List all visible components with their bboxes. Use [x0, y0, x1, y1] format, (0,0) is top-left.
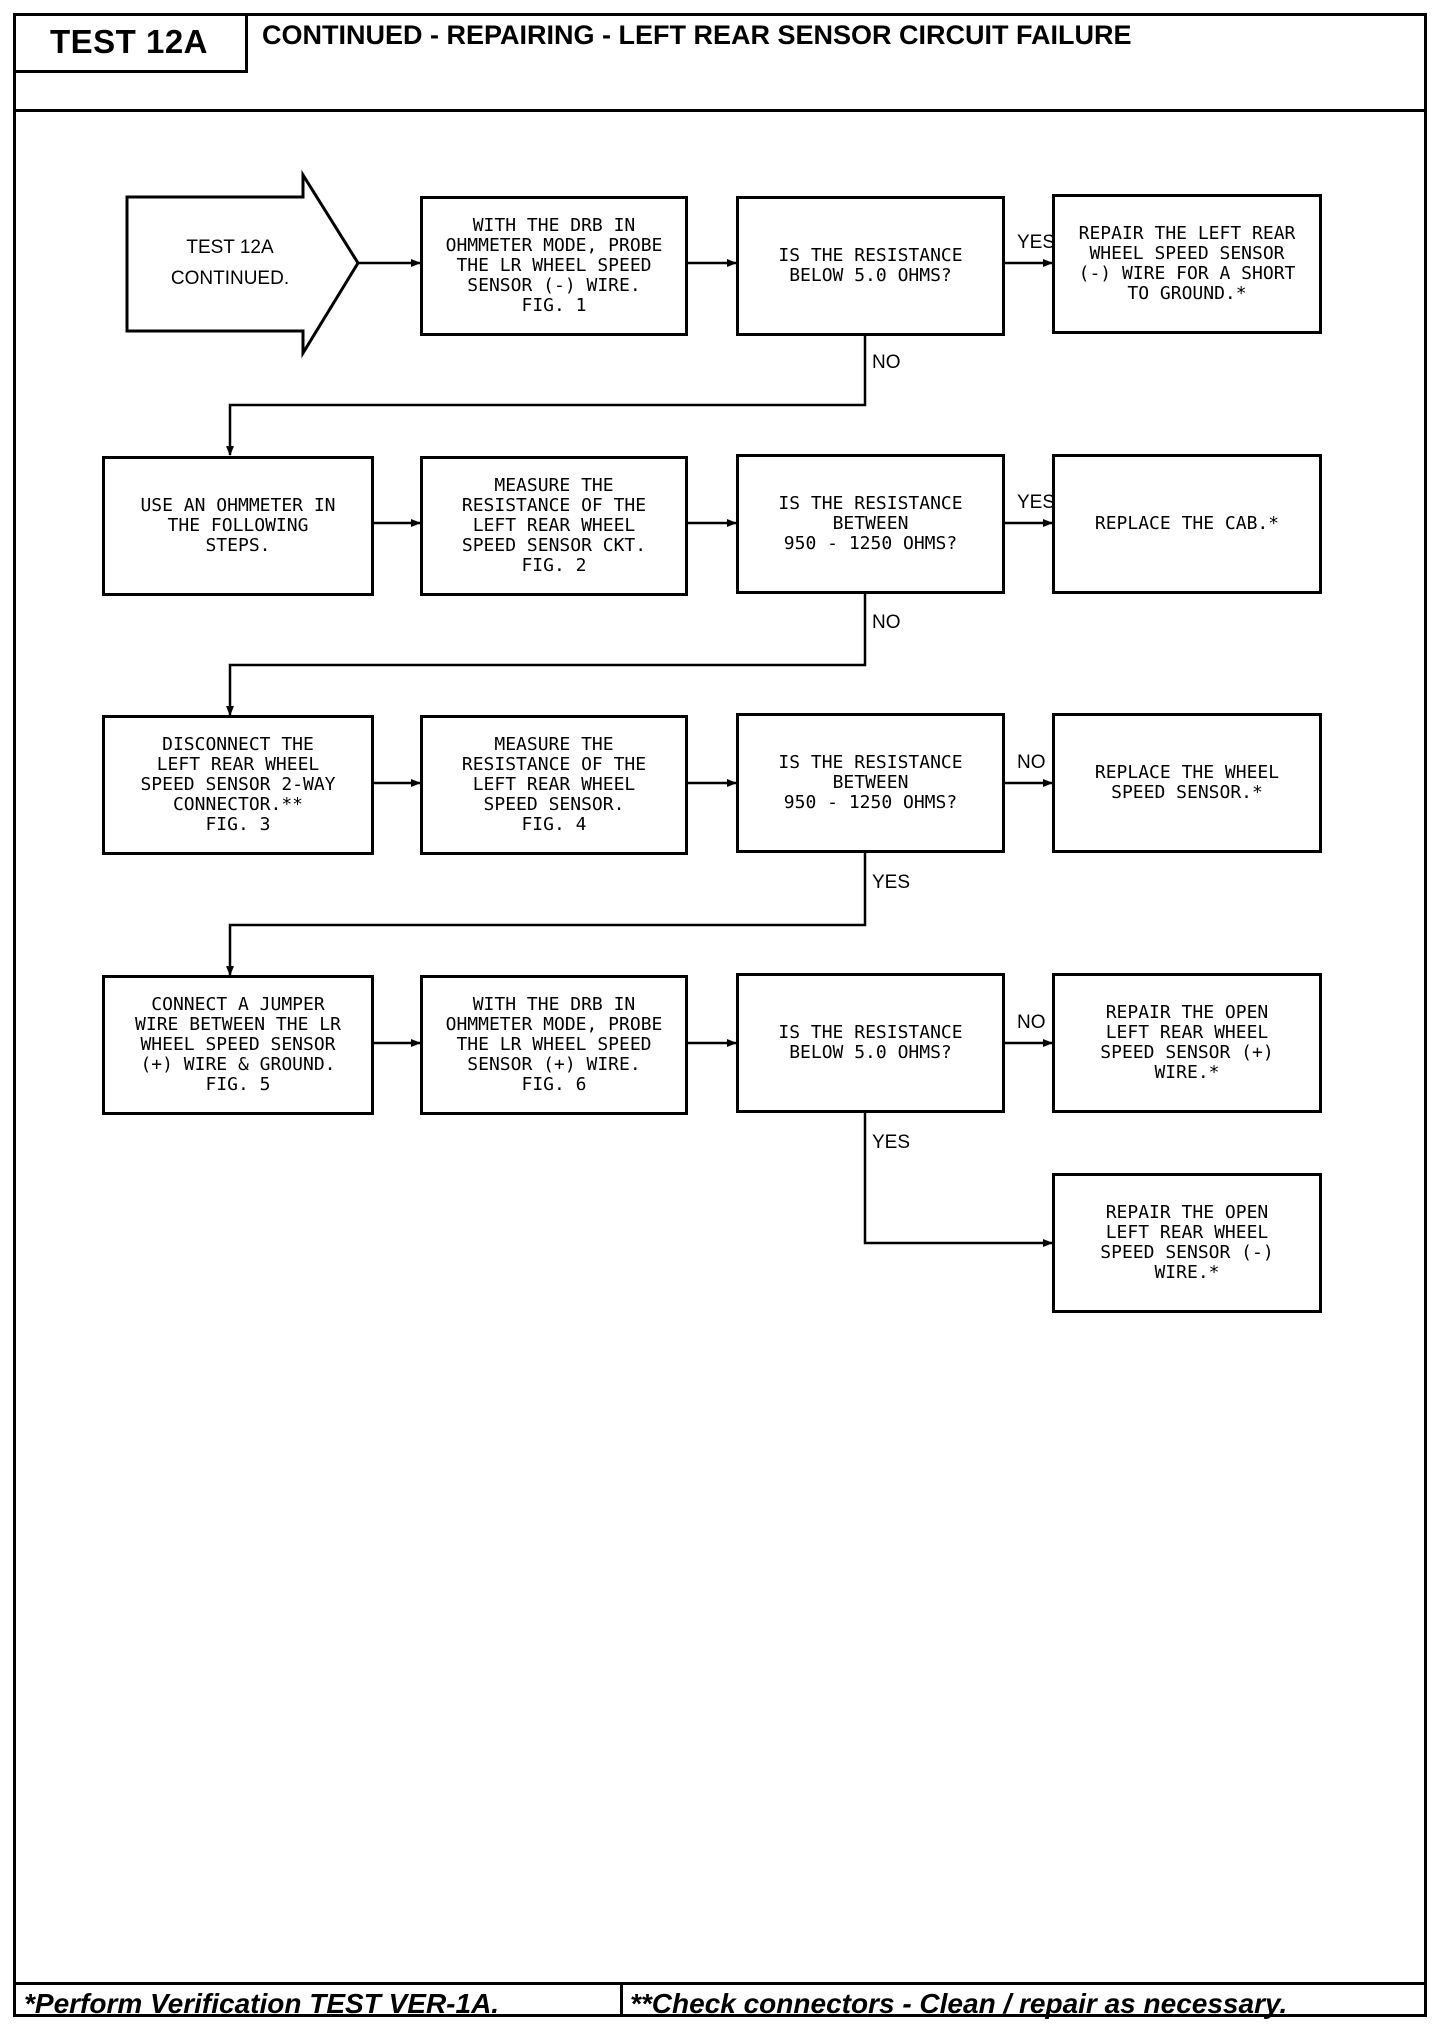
r1-step-box: WITH THE DRB IN OHMMETER MODE, PROBE THE…	[420, 196, 688, 336]
r4-question-box: IS THE RESISTANCE BELOW 5.0 OHMS?	[736, 973, 1005, 1113]
r4-yes-label: YES	[872, 1132, 911, 1153]
r3-no-label: NO	[1017, 752, 1046, 773]
footer-divider	[13, 1982, 1427, 1985]
footer-note-connectors: **Check connectors - Clean / repair as n…	[630, 1988, 1288, 2019]
r1-result-box: REPAIR THE LEFT REAR WHEEL SPEED SENSOR …	[1052, 194, 1322, 334]
r1-question-box: IS THE RESISTANCE BELOW 5.0 OHMS?	[736, 196, 1005, 336]
edge-r4-yes	[863, 1113, 1053, 1247]
edge-r1-no	[226, 333, 867, 456]
r4-result-yes-box: REPAIR THE OPEN LEFT REAR WHEEL SPEED SE…	[1052, 1173, 1322, 1313]
header-divider	[13, 109, 1427, 112]
page-frame	[13, 13, 1427, 2017]
r4-no-label: NO	[1017, 1012, 1046, 1033]
footer-note-verification: *Perform Verification TEST VER-1A.	[24, 1988, 500, 2019]
r3-question-box: IS THE RESISTANCE BETWEEN 950 - 1250 OHM…	[736, 713, 1005, 853]
r2-result-box: REPLACE THE CAB.*	[1052, 454, 1322, 594]
r2-step1-box: USE AN OHMMETER IN THE FOLLOWING STEPS.	[102, 456, 374, 596]
test-id: TEST 12A	[13, 13, 248, 73]
r2-question-box: IS THE RESISTANCE BETWEEN 950 - 1250 OHM…	[736, 454, 1005, 594]
r4-step2-box: WITH THE DRB IN OHMMETER MODE, PROBE THE…	[420, 975, 688, 1115]
r4-result-no-box: REPAIR THE OPEN LEFT REAR WHEEL SPEED SE…	[1052, 973, 1322, 1113]
start-arrow-shape	[125, 169, 360, 359]
r3-result-box: REPLACE THE WHEEL SPEED SENSOR.*	[1052, 713, 1322, 853]
r3-step1-box: DISCONNECT THE LEFT REAR WHEEL SPEED SEN…	[102, 715, 374, 855]
page-title: CONTINUED - REPAIRING - LEFT REAR SENSOR…	[262, 20, 1132, 50]
start-label: TEST 12A CONTINUED.	[170, 237, 290, 289]
r2-yes-label: YES	[1017, 492, 1056, 513]
edge-r3-yes	[226, 853, 867, 976]
r4-step1-box: CONNECT A JUMPER WIRE BETWEEN THE LR WHE…	[102, 975, 374, 1115]
footer-separator	[620, 1982, 623, 2017]
r3-step2-box: MEASURE THE RESISTANCE OF THE LEFT REAR …	[420, 715, 688, 855]
r3-yes-label: YES	[872, 872, 911, 893]
r1-no-label: NO	[872, 352, 901, 373]
edge-r2-no	[226, 593, 867, 716]
r2-no-label: NO	[872, 612, 901, 633]
r2-step2-box: MEASURE THE RESISTANCE OF THE LEFT REAR …	[420, 456, 688, 596]
r1-yes-label: YES	[1017, 232, 1056, 253]
